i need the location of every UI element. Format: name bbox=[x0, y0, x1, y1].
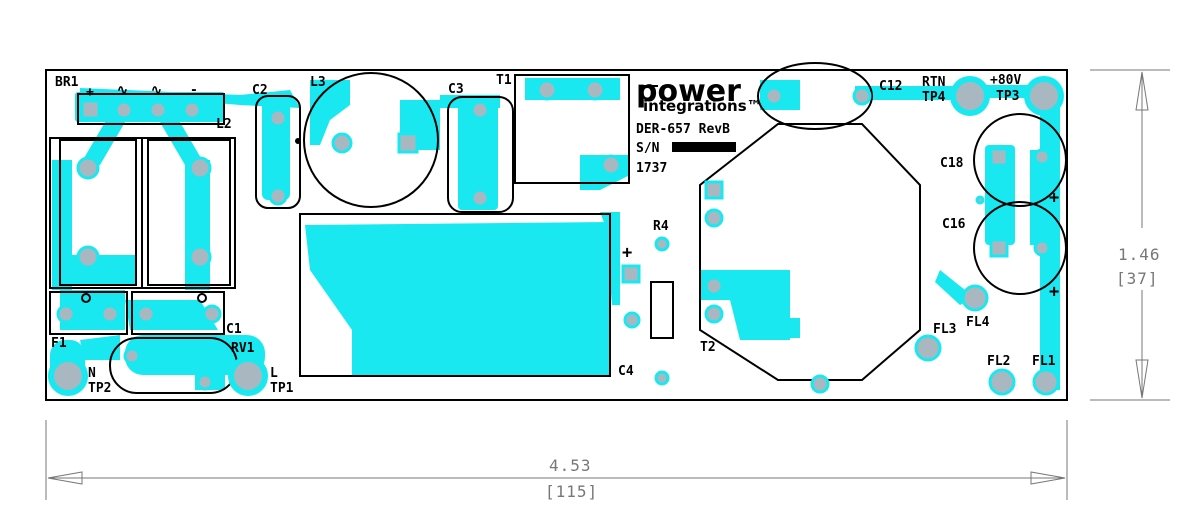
label-c3: C3 bbox=[448, 82, 464, 97]
label-br1-ac2: ∿ bbox=[151, 83, 162, 98]
serial-label: S/N bbox=[636, 141, 660, 156]
label-c16: C16 bbox=[942, 217, 966, 232]
label-fl2: FL2 bbox=[987, 354, 1010, 369]
label-fl3: FL3 bbox=[933, 322, 956, 337]
label-l: L bbox=[270, 366, 278, 381]
label-rv1: RV1 bbox=[231, 341, 255, 356]
height-inches: 1.46 bbox=[1118, 245, 1161, 264]
label-n: N bbox=[88, 366, 96, 381]
dimension-text: 1.46 [37] 4.53 [115] bbox=[545, 245, 1161, 501]
label-t2: T2 bbox=[700, 340, 716, 355]
branding-block: power integrations™ DER-657 RevB S/N 173… bbox=[636, 74, 762, 176]
reference-labels: BR1 + ∿ ∿ - C2 L3 C3 T1 C12 RTN TP4 +80V… bbox=[51, 73, 1059, 396]
label-br1-ac1: ∿ bbox=[117, 83, 128, 98]
label-80v: +80V bbox=[990, 73, 1021, 88]
label-tp1: TP1 bbox=[270, 381, 294, 396]
label-r4-plus: + bbox=[622, 243, 632, 263]
label-c2: C2 bbox=[252, 83, 268, 98]
label-br1-plus: + bbox=[86, 85, 94, 100]
label-tp2: TP2 bbox=[88, 381, 111, 396]
label-br1-minus: - bbox=[190, 83, 198, 98]
label-l2: L2 bbox=[216, 117, 232, 132]
label-r4: R4 bbox=[653, 219, 669, 234]
label-l3: L3 bbox=[310, 75, 326, 90]
logo-subtitle: integrations™ bbox=[643, 97, 762, 115]
label-tp4: TP4 bbox=[922, 90, 946, 105]
label-fl4: FL4 bbox=[966, 315, 990, 330]
label-br1: BR1 bbox=[55, 75, 79, 90]
design-id: DER-657 RevB bbox=[636, 122, 730, 137]
pads bbox=[48, 76, 1064, 396]
width-inches: 4.53 bbox=[549, 456, 592, 475]
label-f1: F1 bbox=[51, 336, 67, 351]
label-tp3: TP3 bbox=[996, 89, 1019, 104]
logo-word: power bbox=[636, 74, 741, 109]
height-mm: [37] bbox=[1116, 269, 1159, 288]
label-c4: C4 bbox=[618, 364, 634, 379]
label-c16-plus: + bbox=[1049, 282, 1059, 302]
label-c1: C1 bbox=[226, 322, 242, 337]
label-c18: C18 bbox=[940, 156, 964, 171]
c2-polarity-dot bbox=[295, 138, 301, 144]
label-c18-plus: + bbox=[1049, 188, 1059, 208]
mounting-holes bbox=[81, 293, 207, 303]
width-mm: [115] bbox=[545, 482, 598, 501]
label-rtn: RTN bbox=[922, 75, 946, 90]
component-outlines bbox=[49, 62, 1067, 394]
serial-blank bbox=[672, 142, 736, 152]
label-t1: T1 bbox=[496, 73, 512, 88]
dimension-lines bbox=[45, 69, 1170, 500]
label-fl1: FL1 bbox=[1032, 354, 1056, 369]
board-outline bbox=[45, 69, 1068, 401]
label-c12: C12 bbox=[879, 79, 902, 94]
date-code: 1737 bbox=[636, 161, 667, 176]
